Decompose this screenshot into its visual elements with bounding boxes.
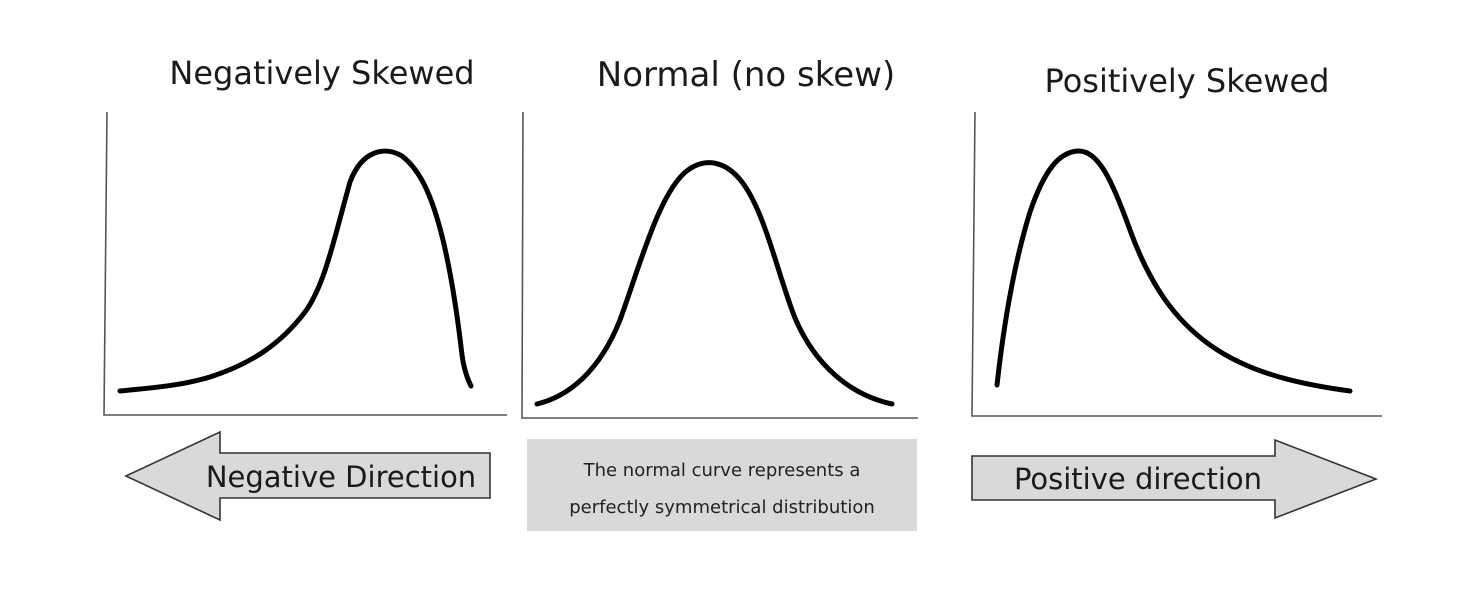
panel-normal: Normal (no skew) [521,55,918,419]
left-arrow-shape [124,430,491,522]
panel-negative: Negatively Skewed [103,54,507,416]
negative-direction-label: Negative Direction [206,460,476,494]
negative-skew-curve [117,148,474,394]
right-arrow-shape [971,438,1379,520]
positive-direction-arrow: Positive direction [971,438,1379,520]
negative-direction-arrow: Negative Direction [124,430,491,522]
normal-axes [521,111,918,419]
positive-direction-label: Positive direction [1014,462,1262,496]
negative-axes [103,111,507,416]
positive-title: Positively Skewed [1045,62,1330,100]
positive-skew-curve [994,148,1353,394]
normal-title: Normal (no skew) [597,55,895,95]
negative-title: Negatively Skewed [169,54,474,92]
caption-line-1: The normal curve represents a [583,460,861,481]
caption-box [527,439,917,531]
caption-line-2: perfectly symmetrical distribution [569,497,875,518]
positive-axes [971,111,1382,417]
normal-caption: The normal curve represents a perfectly … [527,439,917,531]
normal-curve [534,160,895,407]
panel-positive: Positively Skewed [971,62,1382,417]
